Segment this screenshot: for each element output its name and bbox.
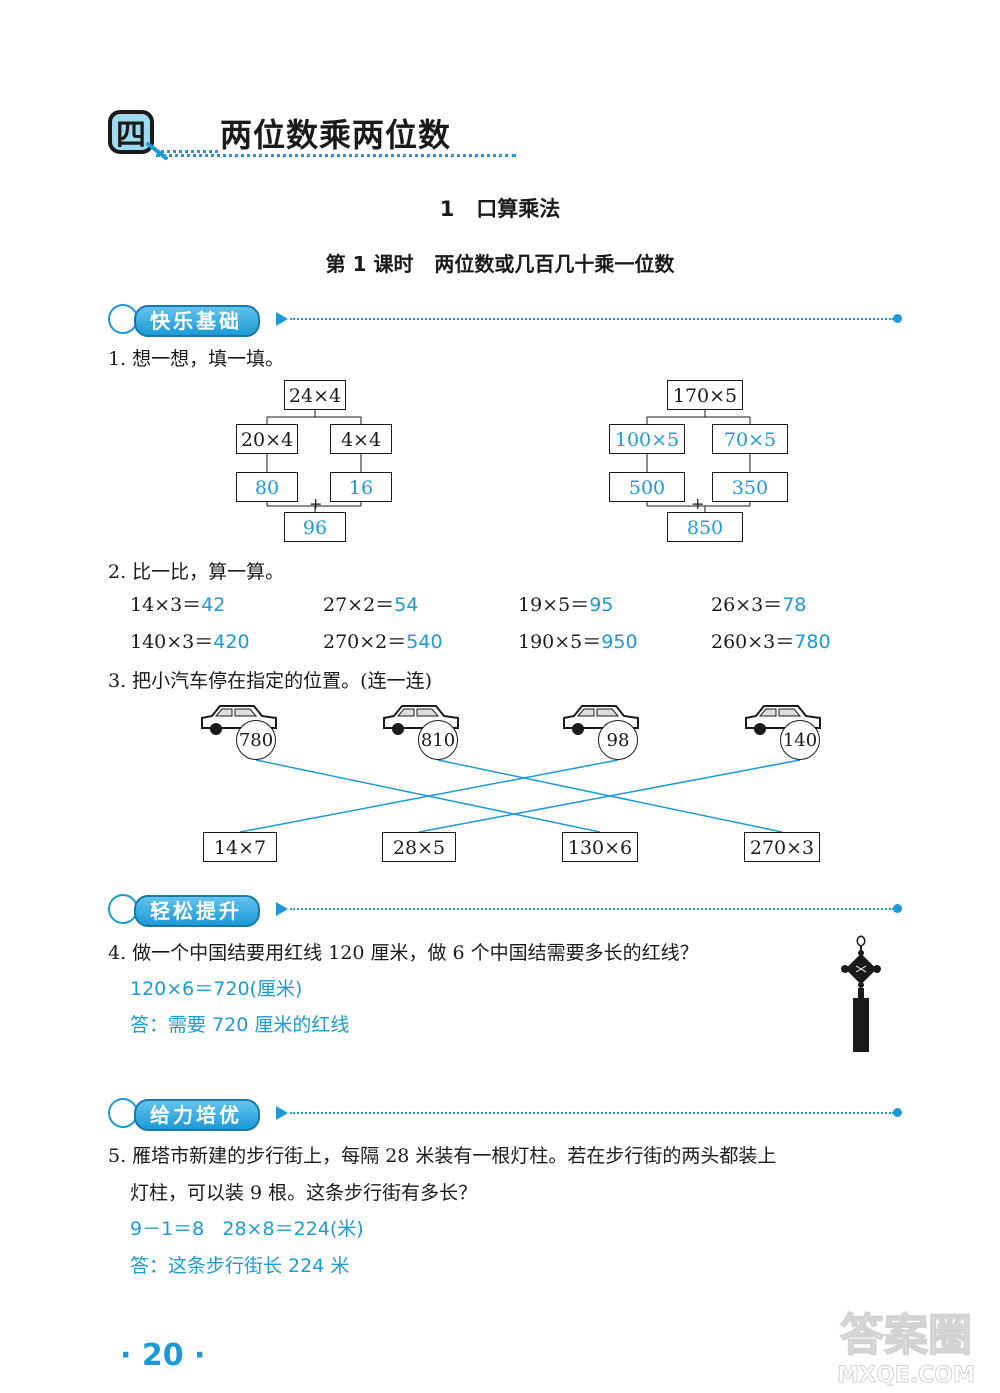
q1-left-rb: 16	[330, 472, 392, 502]
q4-answer: 答：需要 720 厘米的红线	[130, 1014, 350, 1036]
q2-expression-text: 19×5＝	[518, 594, 590, 616]
q1-right-a: 100×5	[609, 424, 685, 454]
question-1: 1. 想一想，填一填。	[108, 348, 285, 370]
q1-right-b: 70×5	[712, 424, 788, 454]
q2-expression-text: 27×2＝	[323, 594, 395, 616]
q2-expression-text: 140×3＝	[130, 631, 214, 653]
dotted-line	[290, 318, 894, 320]
banner-label: 快乐基础	[134, 305, 260, 337]
q1-left-b: 4×4	[330, 424, 392, 454]
question-4: 4. 做一个中国结要用红线 120 厘米，做 6 个中国结需要多长的红线？	[108, 942, 699, 964]
banner-label: 轻松提升	[134, 895, 260, 927]
q2-expression: 260×3＝780	[711, 627, 831, 654]
unit-underline	[156, 154, 516, 157]
car-number: 810	[418, 720, 458, 760]
end-dot	[893, 1108, 902, 1117]
q2-answer-value: 950	[601, 631, 638, 653]
arrow-icon	[276, 1106, 288, 1120]
question-5-line1: 5. 雁塔市新建的步行街上，每隔 28 米装有一根灯柱。若在步行街的两头都装上	[108, 1145, 777, 1167]
svg-text:MXQE.COM: MXQE.COM	[837, 1363, 975, 1388]
banner-improve: 轻松提升	[106, 892, 906, 927]
banner-label: 给力培优	[134, 1099, 260, 1131]
unit-title: 两位数乘两位数	[220, 116, 452, 154]
q2-expression: 27×2＝54	[323, 590, 418, 617]
q2-expression-text: 14×3＝	[130, 594, 202, 616]
q1-left-a: 20×4	[236, 424, 298, 454]
q4-calc: 120×6＝720(厘米)	[130, 978, 303, 1000]
q2-expression: 19×5＝95	[518, 590, 613, 617]
q1-connector-lines	[266, 410, 751, 512]
q1-right-sum: 850	[667, 512, 743, 542]
car-number: 780	[236, 720, 276, 760]
q5-answer: 答：这条步行街长 224 米	[130, 1255, 350, 1277]
q1-right-plus: +	[691, 494, 705, 513]
q2-expression-text: 190×5＝	[518, 631, 602, 653]
car-number: 140	[780, 720, 820, 760]
clock-icon	[108, 894, 138, 924]
q2-expression: 14×3＝42	[130, 590, 225, 617]
link-line	[255, 759, 601, 833]
arrow-icon	[276, 312, 288, 326]
chinese-knot-icon	[841, 935, 881, 1052]
q2-expression-text: 26×3＝	[711, 594, 783, 616]
unit-dotted-line	[156, 150, 218, 153]
q2-expression-text: 260×3＝	[711, 631, 795, 653]
parking-slot: 14×7	[203, 832, 277, 862]
magnifier-icon	[146, 142, 168, 160]
q1-right-rb: 350	[712, 472, 788, 502]
q5-calc: 9－1＝8 28×8＝224(米)	[130, 1218, 364, 1240]
parking-slot: 28×5	[382, 832, 456, 862]
q2-answer-value: 95	[589, 594, 614, 616]
q2-expression: 270×2＝540	[323, 627, 443, 654]
question-2: 2. 比一比，算一算。	[108, 561, 285, 583]
q1-left-ra: 80	[236, 472, 298, 502]
q1-right-ra: 500	[609, 472, 685, 502]
q2-answer-value: 78	[782, 594, 807, 616]
q2-expression-text: 270×2＝	[323, 631, 407, 653]
q2-answer-value: 42	[201, 594, 226, 616]
section-title: 1 口算乘法	[439, 197, 561, 221]
watermark-logo: 答案圈 MXQE.COM	[837, 1309, 976, 1388]
dotted-line	[290, 908, 894, 910]
parking-slot: 130×6	[562, 832, 638, 862]
q2-expression: 190×5＝950	[518, 627, 638, 654]
q2-answer-value: 420	[213, 631, 250, 653]
q3-link-lines	[239, 759, 801, 833]
parking-slot: 270×3	[744, 832, 820, 862]
end-dot	[893, 314, 902, 323]
question-5-line2: 灯柱，可以装 9 根。这条步行街有多长？	[130, 1182, 478, 1204]
q1-left-sum: 96	[284, 512, 346, 542]
q1-left-plus: +	[309, 494, 323, 513]
banner-basics: 快乐基础	[106, 302, 906, 337]
page-number: · 20 ·	[120, 1338, 206, 1373]
dotted-line	[290, 1112, 894, 1114]
link-line	[437, 759, 783, 833]
q2-expression: 26×3＝78	[711, 590, 806, 617]
svg-text:答案圈: 答案圈	[840, 1310, 972, 1361]
q2-answer-value: 540	[406, 631, 443, 653]
question-3: 3. 把小汽车停在指定的位置。(连一连)	[108, 670, 432, 692]
q2-answer-value: 780	[794, 631, 831, 653]
arrow-icon	[276, 902, 288, 916]
q1-left-top: 24×4	[284, 380, 346, 410]
unit-number-badge: 四	[108, 110, 154, 154]
q1-right-top: 170×5	[667, 380, 743, 410]
q2-answer-value: 54	[394, 594, 419, 616]
car-number: 98	[598, 720, 638, 760]
q2-expression: 140×3＝420	[130, 627, 250, 654]
lesson-title: 第 1 课时 两位数或几百几十乘一位数	[325, 252, 675, 276]
banner-excellence: 给力培优	[106, 1096, 906, 1131]
end-dot	[893, 904, 902, 913]
